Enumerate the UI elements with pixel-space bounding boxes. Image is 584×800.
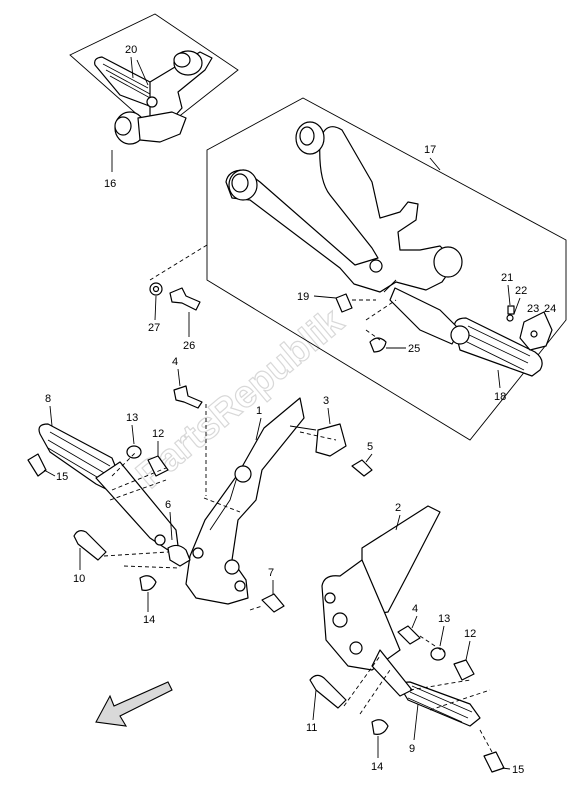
callout-9: 9	[409, 743, 415, 755]
callout-15-left: 15	[56, 471, 68, 483]
callout-11: 11	[306, 722, 317, 734]
assembly-16-box	[69, 13, 239, 172]
callout-26: 26	[183, 340, 195, 352]
right-footrest-assembly	[309, 505, 505, 773]
callout-22: 22	[515, 285, 527, 297]
callout-2: 2	[395, 502, 401, 514]
callout-18: 20	[125, 44, 137, 56]
callout-23: 23	[527, 303, 539, 315]
callout-7: 7	[268, 567, 274, 579]
callout-3: 3	[323, 395, 329, 407]
callout-14-left: 14	[143, 614, 155, 626]
assembly-17-box	[149, 97, 567, 441]
callout-13-right: 13	[438, 613, 450, 625]
callout-19: 18	[494, 391, 506, 403]
callout-6: 6	[165, 499, 171, 511]
callout-25: 25	[408, 343, 420, 355]
callout-21: 21	[501, 272, 513, 284]
callout-4-lower: 4	[412, 603, 418, 615]
callout-10: 10	[73, 573, 85, 585]
callout-24: 24	[544, 303, 556, 315]
callout-4-upper: 4	[172, 356, 178, 368]
callout-17: 17	[424, 144, 436, 156]
callout-15-right: 15	[512, 764, 524, 776]
callout-12-right: 12	[464, 628, 476, 640]
callout-20: 19	[297, 291, 309, 303]
callout-27: 27	[148, 322, 160, 334]
callout-12-left: 12	[152, 428, 164, 440]
callout-13-left: 13	[126, 412, 138, 424]
callout-labels: 20 16 17 27 26 19 21 22 23 24 25 18 4 1 …	[43, 44, 556, 776]
front-direction-arrow-icon	[95, 681, 173, 727]
left-footrest-assembly	[27, 385, 373, 613]
callout-5: 5	[367, 441, 373, 453]
callout-16: 16	[104, 178, 116, 190]
callout-8: 8	[45, 393, 51, 405]
callout-1: 1	[256, 405, 262, 417]
callout-14-right: 14	[371, 761, 383, 773]
